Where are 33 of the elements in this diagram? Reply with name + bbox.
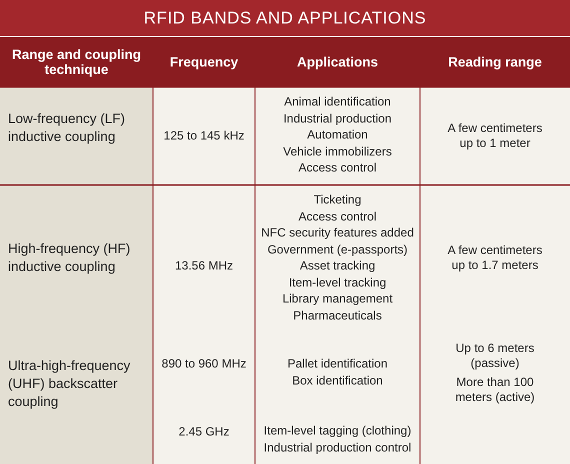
application-item: Access control bbox=[297, 209, 378, 224]
application-item: NFC security features added bbox=[260, 226, 415, 240]
application-item: Pharmaceuticals bbox=[292, 308, 383, 323]
range-text: Up to 6 meters (passive) bbox=[454, 340, 536, 370]
frequency-text: 890 to 960 MHz bbox=[160, 356, 248, 372]
row-label: High-frequency (HF) inductive coupling bbox=[8, 240, 132, 276]
application-item: Pallet identification bbox=[286, 356, 389, 372]
range-text: A few centimeters up to 1.7 meters bbox=[446, 243, 544, 273]
application-item: Industrial production control bbox=[262, 440, 412, 456]
table-title: RFID BANDS AND APPLICATIONS bbox=[142, 10, 428, 26]
frequency-text: 2.45 GHz bbox=[178, 424, 230, 440]
application-item: Government (e-passports) bbox=[266, 242, 409, 257]
application-item: Automation bbox=[306, 128, 369, 142]
application-item: Asset tracking bbox=[298, 258, 376, 274]
column-header: Frequency bbox=[168, 54, 240, 70]
frequency-text: 13.56 MHz bbox=[174, 258, 234, 274]
column-header: Applications bbox=[296, 54, 379, 70]
column-header: Range and coupling technique bbox=[10, 47, 142, 77]
application-item: Industrial production bbox=[282, 111, 393, 126]
application-item: Library management bbox=[281, 292, 394, 306]
frequency-text: 125 to 145 kHz bbox=[162, 128, 246, 144]
application-item: Animal identification bbox=[283, 94, 392, 110]
application-item: Box identification bbox=[291, 374, 384, 388]
application-item: Access control bbox=[297, 160, 378, 176]
application-item: Vehicle immobilizers bbox=[282, 144, 393, 159]
row-label: Ultra-high-frequency (UHF) backscatter coupling bbox=[8, 357, 132, 411]
application-item: Ticketing bbox=[312, 192, 362, 208]
application-item: Item-level tagging (clothing) bbox=[262, 424, 412, 438]
application-item: Item-level tracking bbox=[288, 275, 388, 290]
column-header: Reading range bbox=[447, 54, 543, 70]
row-label: Low-frequency (LF) inductive coupling bbox=[8, 110, 126, 146]
range-text: A few centimeters up to 1 meter bbox=[446, 121, 544, 151]
range-text: More than 100 meters (active) bbox=[454, 374, 536, 404]
